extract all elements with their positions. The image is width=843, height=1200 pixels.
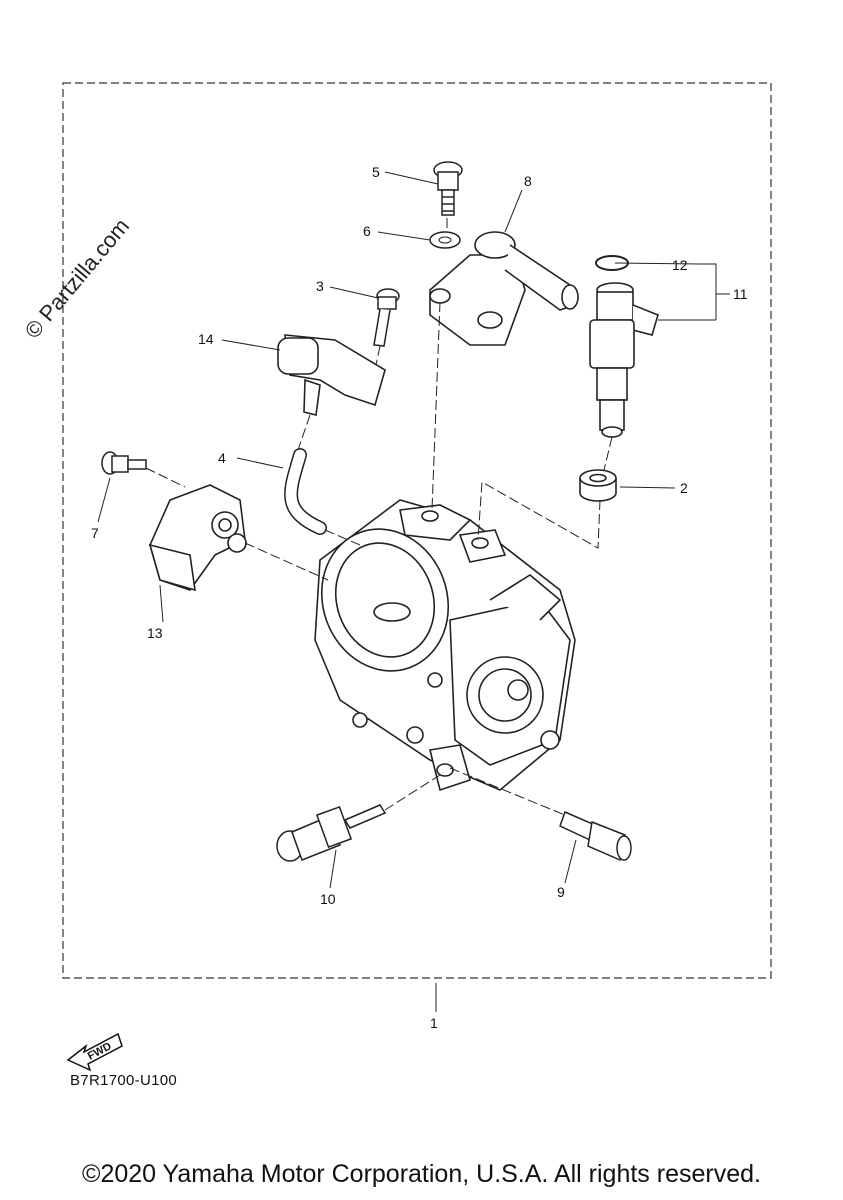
alignment-lines (145, 218, 613, 816)
fwd-arrow-icon: FWD (66, 1032, 123, 1072)
callout-7: 7 (91, 525, 99, 541)
watermark-text: © Partzilla.com (20, 214, 134, 344)
temp-sensor-10 (276, 804, 387, 862)
callout-6: 6 (363, 223, 371, 239)
diagram-code: B7R1700-U100 (70, 1072, 178, 1089)
map-sensor-14 (277, 334, 386, 416)
copyright-notice: ©2020 Yamaha Motor Corporation, U.S.A. A… (82, 1160, 761, 1188)
callout-8: 8 (524, 173, 532, 189)
callout-13: 13 (147, 625, 163, 641)
assembly-boundary (62, 82, 772, 979)
callout-1: 1 (430, 1015, 438, 1031)
callout-10: 10 (320, 891, 336, 907)
leader-lines (97, 171, 730, 1012)
callout-5: 5 (372, 164, 380, 180)
callout-4: 4 (218, 450, 226, 466)
fwd-label: FWD (86, 1040, 114, 1062)
callout-14: 14 (198, 331, 214, 347)
bolt-5 (433, 161, 463, 216)
screw-7 (101, 451, 147, 475)
screw-9 (559, 810, 632, 862)
throttle-sensor-13 (148, 484, 247, 592)
callout-12: 12 (672, 257, 688, 273)
callout-11: 11 (733, 286, 748, 302)
callout-9: 9 (557, 884, 565, 900)
bolt-3 (373, 288, 400, 347)
callout-3: 3 (316, 278, 324, 294)
seal-2 (579, 469, 617, 502)
callout-2: 2 (680, 480, 688, 496)
throttle-body (314, 499, 576, 792)
fuel-injector-11 (589, 282, 659, 438)
injector-bracket (429, 231, 579, 346)
